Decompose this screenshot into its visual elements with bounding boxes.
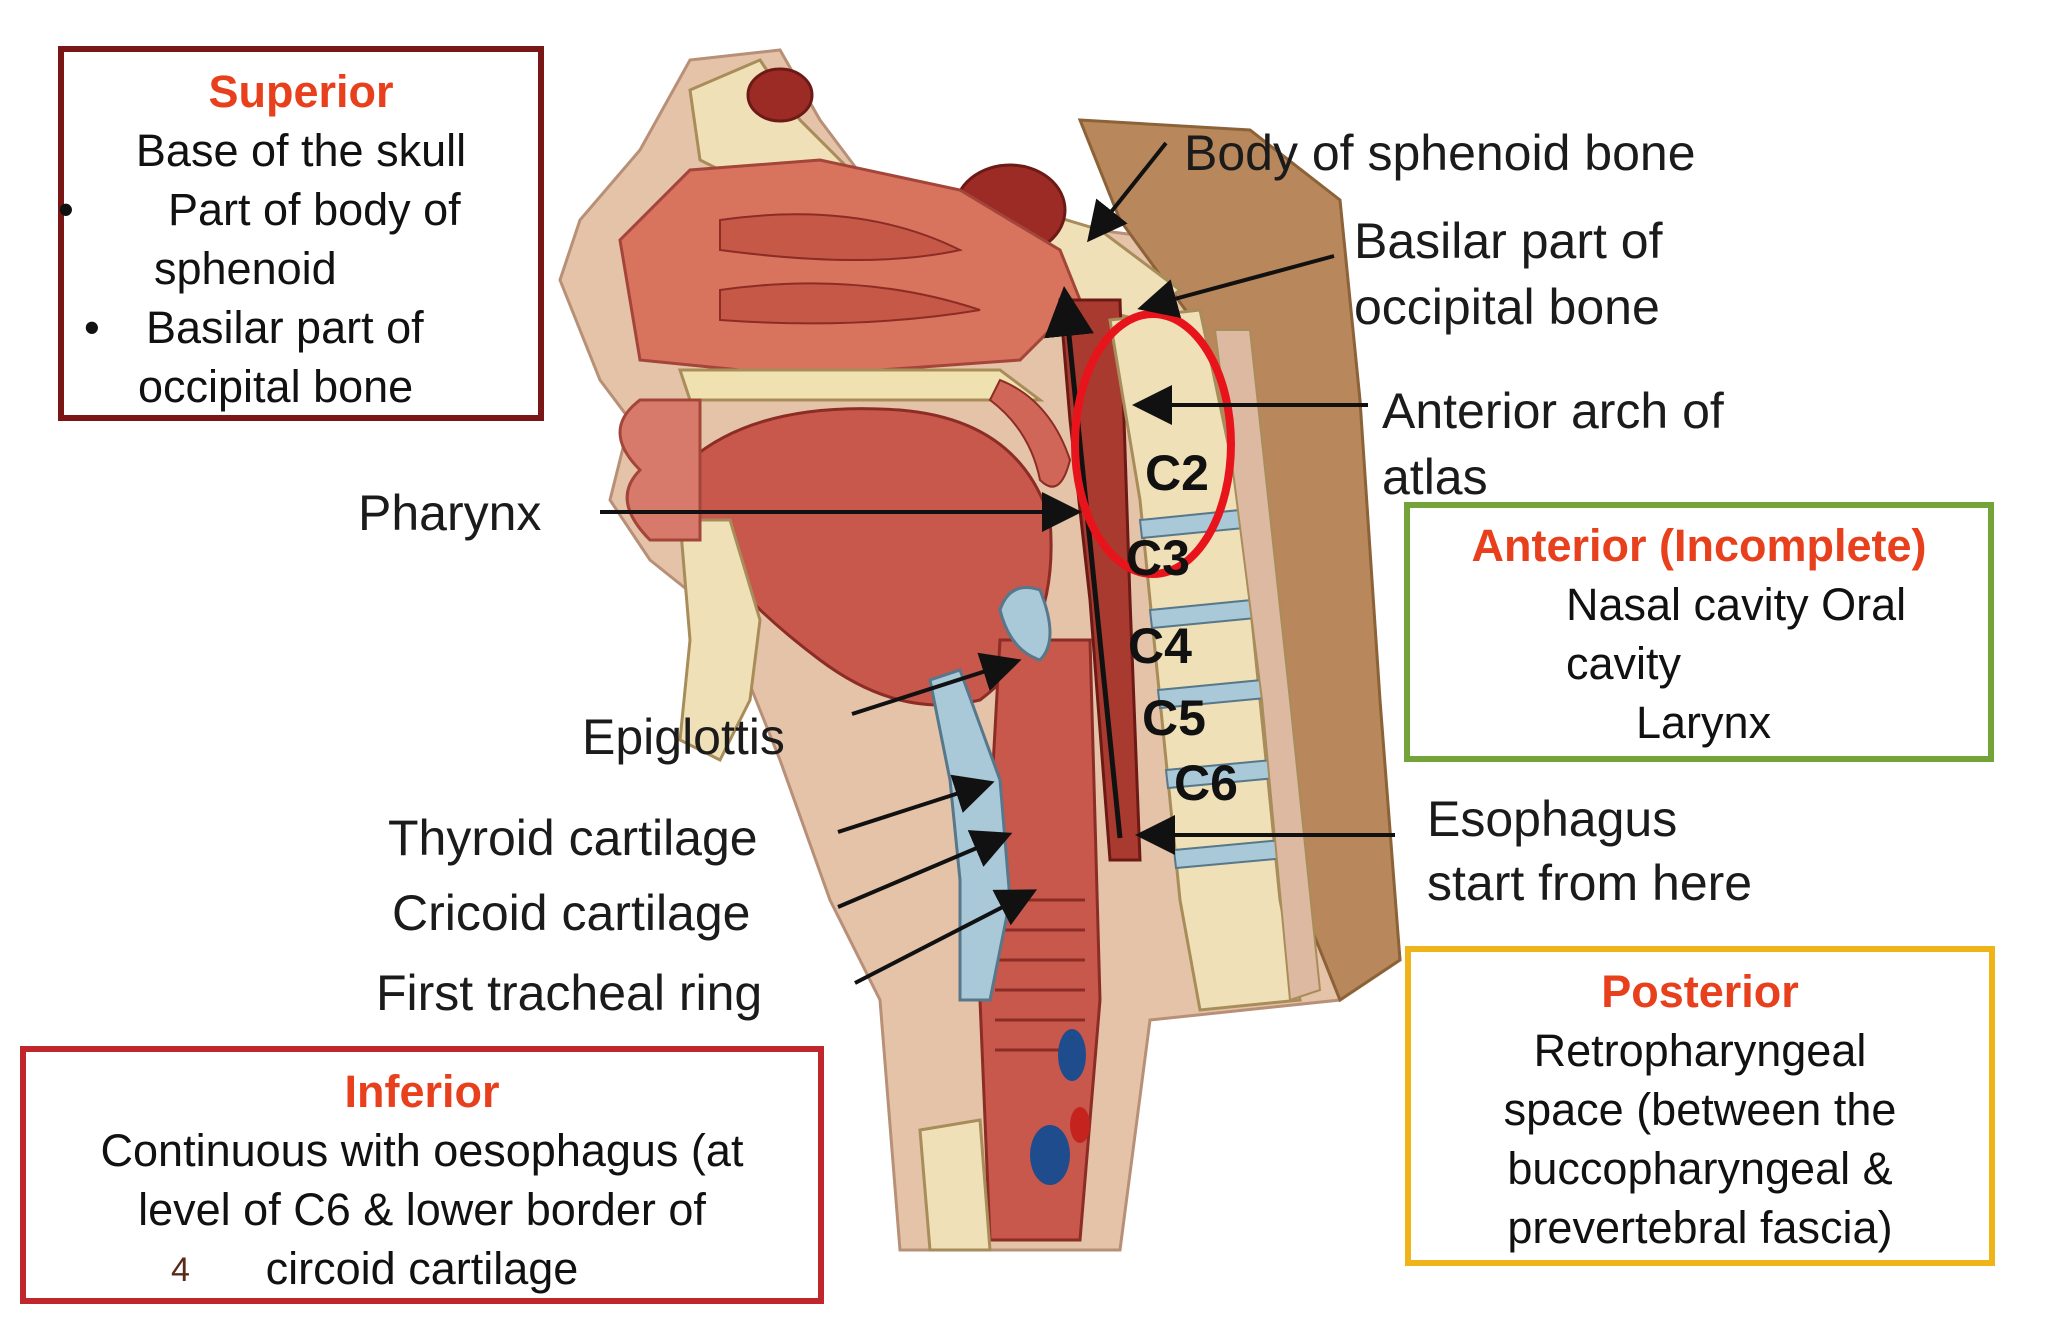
posterior-line4: prevertebral fascia): [1507, 1202, 1893, 1253]
leader-arrows: [600, 141, 1395, 985]
vertebra-c2-label: C2: [1145, 445, 1209, 501]
posterior-line1: Retropharyngeal: [1533, 1025, 1867, 1076]
epiglottis-shape: [998, 586, 1052, 662]
posterior-title: Posterior: [1601, 966, 1799, 1017]
inferior-line3-row: 4 circoid cartilage: [36, 1239, 808, 1298]
label-pharynx: Pharynx: [358, 485, 541, 541]
label-epiglottis: Epiglottis: [582, 709, 785, 765]
label-basilar-part-line2: occipital bone: [1354, 279, 1660, 335]
sternum: [918, 1118, 992, 1252]
lips: [618, 398, 702, 542]
anterior-title: Anterior (Incomplete): [1471, 520, 1927, 571]
inferior-box: Inferior Continuous with oesophagus (at …: [20, 1046, 824, 1304]
vessel-blue-lower: [1030, 1125, 1070, 1185]
superior-box: Superior Base of the skull • Part of bod…: [58, 46, 544, 421]
anterior-line2: cavity: [1566, 638, 1682, 689]
superior-line1: Base of the skull: [135, 125, 467, 176]
hard-palate: [677, 368, 1045, 402]
superior-bullet1-cont: sphenoid: [154, 243, 337, 294]
superior-bullet1: • Part of body of: [58, 180, 530, 239]
thyroid-leader: [837, 774, 995, 834]
vertebra-c5-label: C5: [1142, 690, 1206, 746]
label-thyroid-cartilage: Thyroid cartilage: [388, 810, 758, 866]
label-first-tracheal-ring: First tracheal ring: [376, 965, 762, 1021]
superior-bullet1-text: Part of body of: [168, 184, 461, 235]
anterior-box: Anterior (Incomplete) Nasal cavity Oral …: [1404, 502, 1994, 762]
label-basilar-part-line1: Basilar part of: [1354, 213, 1663, 269]
anterior-line1: Nasal cavity Oral: [1566, 579, 1907, 630]
cricoid-leader: [837, 830, 1013, 909]
anterior-line3: Larynx: [1636, 697, 1772, 748]
superior-bullet2-text: Basilar part of: [146, 302, 424, 353]
pharynx-extent-arrow: [1044, 286, 1123, 839]
label-esophagus-line2: start from here: [1427, 855, 1752, 911]
nasal-conchae: [719, 213, 981, 325]
inferior-line2: level of C6 & lower border of: [138, 1184, 706, 1235]
vertebra-c4-label: C4: [1128, 618, 1192, 674]
superior-bullet2: • Basilar part of: [72, 298, 530, 357]
vertebra-c3-label: C3: [1126, 530, 1190, 586]
superior-title: Superior: [208, 66, 394, 117]
posterior-line3: buccopharyngeal &: [1507, 1143, 1893, 1194]
label-esophagus-line1: Esophagus: [1427, 791, 1677, 847]
superior-bullet2-cont: occipital bone: [138, 361, 414, 412]
inferior-line3: circoid cartilage: [265, 1243, 579, 1294]
label-anterior-arch-line1: Anterior arch of: [1382, 383, 1724, 439]
posterior-box: Posterior Retropharyngeal space (between…: [1405, 946, 1995, 1266]
epiglottis-leader: [851, 652, 1022, 716]
spinal-cord: [1213, 329, 1322, 1002]
bullet-marker: •: [58, 184, 74, 235]
label-body-of-sphenoid: Body of sphenoid bone: [1184, 125, 1696, 181]
label-anterior-arch-line2: atlas: [1382, 449, 1488, 505]
label-cricoid-cartilage: Cricoid cartilage: [392, 885, 750, 941]
soft-palate: [988, 378, 1072, 488]
slide-number: 4: [171, 1251, 190, 1289]
sphenoid-leader: [1087, 141, 1168, 243]
vertebra-c6-label: C6: [1174, 755, 1238, 811]
vessel-red: [1070, 1107, 1090, 1143]
basilar-leader: [1137, 254, 1335, 318]
vessel-blue-upper: [1058, 1029, 1086, 1081]
trachea-leader: [854, 889, 1038, 985]
frontal-sinus: [746, 67, 814, 123]
bullet-marker: •: [84, 302, 100, 353]
inferior-title: Inferior: [344, 1066, 500, 1117]
mandible: [678, 518, 762, 763]
inferior-line1: Continuous with oesophagus (at: [100, 1125, 744, 1176]
posterior-line2: space (between the: [1503, 1084, 1897, 1135]
